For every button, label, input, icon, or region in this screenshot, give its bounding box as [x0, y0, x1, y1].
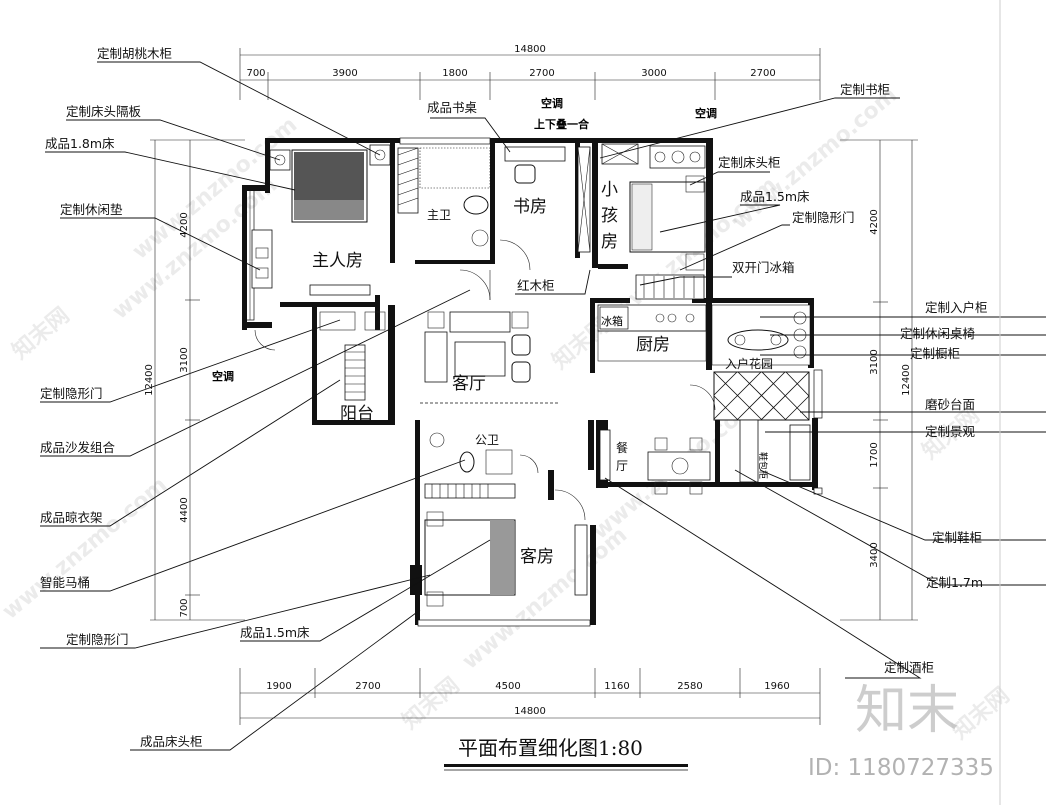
dim-bottom: 2580 — [677, 681, 702, 692]
dim-top: 700 — [246, 68, 265, 79]
label-frosted-counter: 磨砂台面 — [925, 397, 975, 412]
dim-top: 3900 — [332, 68, 357, 79]
dim-left: 3100 — [179, 347, 190, 372]
label-kitchen-cabinet: 定制橱柜 — [910, 346, 960, 361]
dim-bottom: 1960 — [764, 681, 789, 692]
dim-right: 1700 — [869, 442, 880, 467]
room-living: 客厅 — [452, 374, 486, 394]
label-dining-table: 定制1.7m — [926, 575, 983, 590]
dim-left: 4200 — [179, 212, 190, 237]
dim-right-total: 12400 — [901, 364, 912, 396]
dim-left: 700 — [179, 598, 190, 617]
labels-right: 定制书柜 定制床头柜 成品1.5m床 定制隐形门 双开门冰箱 定制入户柜 定制休… — [718, 82, 988, 590]
dim-right: 4200 — [869, 209, 880, 234]
label-entry-cabinet: 定制入户柜 — [925, 300, 988, 315]
label-redwood-cabinet: 红木柜 — [517, 278, 555, 293]
dim-top-total: 14800 — [514, 44, 546, 55]
room-study: 书房 — [513, 197, 547, 217]
label-desk: 成品书桌 — [427, 100, 478, 115]
shoe-cabinet-mark: 鞋包柜 — [757, 452, 769, 479]
room-kids-3: 房 — [601, 232, 618, 252]
leader-lines — [40, 61, 1046, 751]
label-kids-nightstand: 定制床头柜 — [718, 155, 781, 170]
windows — [245, 137, 823, 627]
dim-bottom: 4500 — [495, 681, 520, 692]
label-sofa-set: 成品沙发组合 — [40, 440, 116, 455]
label-master-bed: 成品1.8m床 — [45, 136, 115, 151]
room-dining-2: 厅 — [616, 459, 628, 473]
left-dimensions: 12400 4200 3100 4400 700 — [144, 139, 245, 621]
label-nightstand: 成品床头柜 — [140, 734, 203, 749]
fridge-mark: 冰箱 — [601, 314, 623, 328]
ac-mark: 空调 — [541, 96, 563, 110]
top-dimensions: 14800 700 3900 1800 2700 3000 2700 — [239, 44, 821, 100]
watermark-logo: 知末 ID: 1180727335 — [808, 681, 994, 781]
room-kids-2: 孩 — [601, 206, 618, 226]
dim-top: 2700 — [750, 68, 775, 79]
dim-left-total: 12400 — [144, 364, 155, 396]
label-landscape: 定制景观 — [925, 424, 976, 439]
drawing-title: 平面布置细化图1:80 — [444, 736, 688, 771]
room-kids-1: 小 — [601, 180, 618, 200]
dim-left: 4400 — [179, 497, 190, 522]
label-fridge: 双开门冰箱 — [732, 260, 795, 275]
dim-top: 2700 — [529, 68, 554, 79]
label-guest-bed: 成品1.5m床 — [240, 625, 310, 640]
room-kitchen: 厨房 — [636, 335, 670, 355]
label-leisure-table: 定制休闲桌椅 — [900, 326, 975, 341]
dim-bottom: 1160 — [604, 681, 629, 692]
title-text: 平面布置细化图1:80 — [458, 736, 643, 760]
bottom-dimensions: 1900 2700 4500 1160 2580 1960 14800 — [239, 668, 821, 725]
room-entry-garden: 入户花园 — [725, 356, 773, 371]
label-shoe-cabinet: 定制鞋柜 — [932, 530, 982, 545]
label-bookcase: 定制书柜 — [840, 82, 890, 97]
room-balcony: 阳台 — [340, 404, 374, 424]
label-smart-toilet: 智能马桶 — [40, 575, 90, 590]
dim-bottom: 1900 — [266, 681, 291, 692]
label-hidden-door-kids: 定制隐形门 — [792, 210, 855, 225]
dim-right: 3100 — [869, 349, 880, 374]
right-dimensions: 4200 3100 1700 3400 12400 — [840, 139, 918, 621]
svg-text:知末网: 知末网 — [397, 672, 464, 734]
room-master-bath: 主卫 — [427, 208, 451, 222]
room-public-bath: 公卫 — [475, 433, 499, 447]
room-dining-1: 餐 — [616, 440, 628, 455]
furniture — [251, 143, 811, 607]
label-walnut-cabinet: 定制胡桃木柜 — [97, 46, 172, 61]
stack-mark: 上下叠一合 — [534, 117, 590, 131]
label-hidden-door: 定制隐形门 — [66, 632, 129, 647]
labels-center: 成品书桌 红木柜 定制酒柜 — [427, 100, 934, 675]
watermark-tiles: www.znzmo.com 知末网 www.znzmo.com 知末网 www.… — [0, 83, 1014, 745]
label-leisure-cushion: 定制休闲垫 — [60, 202, 123, 217]
ac-mark: 空调 — [212, 369, 234, 383]
labels-left: 定制胡桃木柜 定制床头隔板 成品1.8m床 定制休闲垫 定制隐形门 成品沙发组合… — [40, 46, 310, 749]
label-hidden-door: 定制隐形门 — [40, 386, 103, 401]
image-id: ID: 1180727335 — [808, 755, 994, 781]
svg-text:知末网: 知末网 — [7, 302, 74, 364]
ac-mark: 空调 — [695, 106, 717, 120]
dim-top: 1800 — [442, 68, 467, 79]
dim-bottom: 2700 — [355, 681, 380, 692]
dim-top: 3000 — [641, 68, 666, 79]
label-wine-cabinet: 定制酒柜 — [884, 660, 934, 675]
svg-text:www.znzmo.com: www.znzmo.com — [0, 473, 172, 625]
room-guest: 客房 — [520, 547, 554, 567]
room-names: 主人房 主卫 书房 小 孩 房 客厅 阳台 厨房 入户花园 公卫 餐 厅 客房 — [312, 180, 773, 567]
logo-text: 知末 — [855, 681, 959, 741]
room-master: 主人房 — [312, 251, 363, 271]
dim-bottom-total: 14800 — [514, 706, 546, 717]
dim-right: 3400 — [869, 542, 880, 567]
label-kids-bed: 成品1.5m床 — [740, 189, 810, 204]
label-clothes-rack: 成品晾衣架 — [40, 510, 103, 525]
label-bed-shelf: 定制床头隔板 — [66, 104, 142, 119]
plan-marks: 空调 上下叠一合 空调 空调 冰箱 鞋包柜 — [212, 96, 769, 479]
